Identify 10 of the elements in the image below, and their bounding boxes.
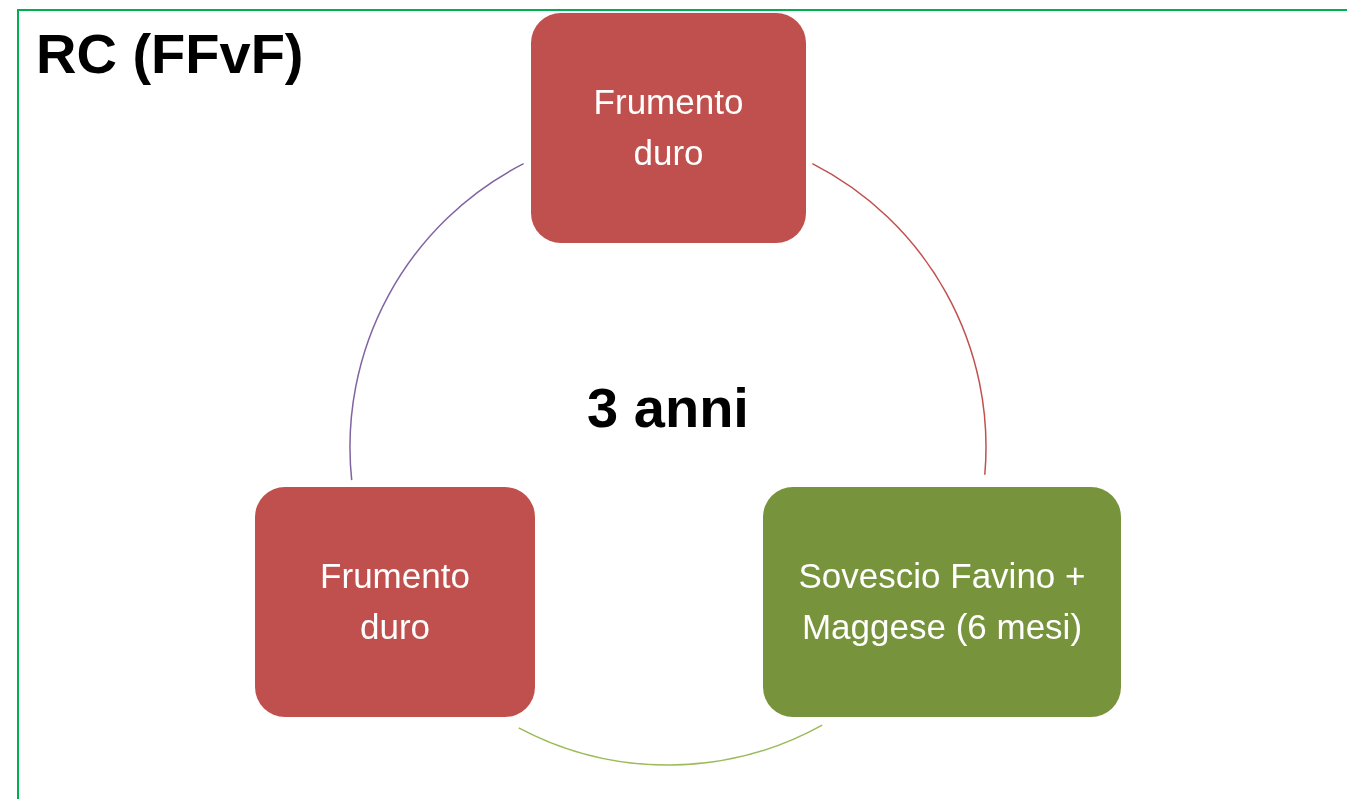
cycle-arc: [811, 162, 987, 476]
cycle-arc: [517, 724, 823, 766]
crop-box: [531, 13, 806, 243]
crop-label: Frumento duro: [319, 555, 471, 648]
cycle-duration-label: 3 anni: [586, 380, 750, 436]
crop-label: Frumento duro: [592, 81, 745, 174]
crop-box: [255, 487, 535, 717]
crop-label: Sovescio Favino + Maggese (6 mesi): [797, 555, 1087, 648]
crop-box: [763, 487, 1121, 717]
cycle-arc: [349, 162, 525, 481]
